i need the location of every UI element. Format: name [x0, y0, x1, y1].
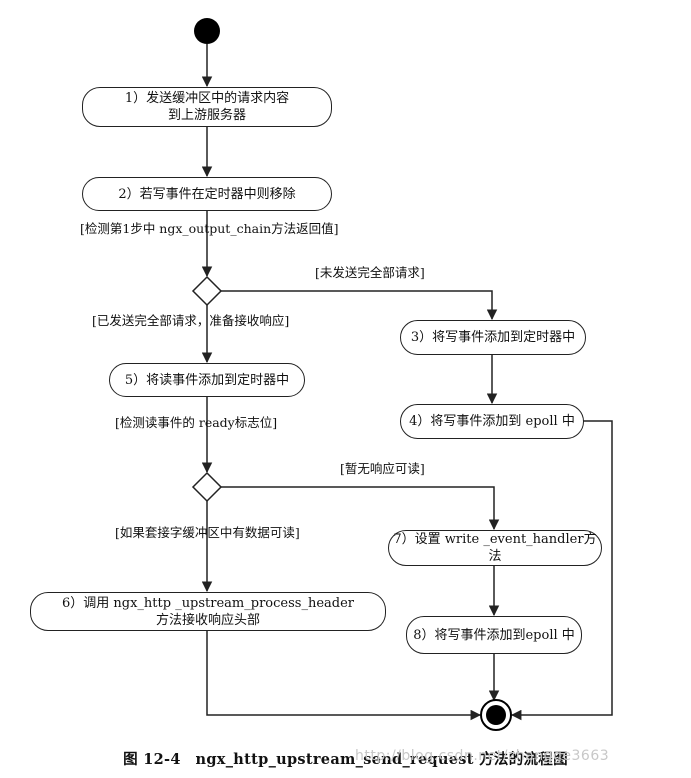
edge-6-to-end	[206, 630, 482, 721]
decision-diamond-1	[191, 275, 223, 307]
guard-has-data: [如果套接字缓冲区中有数据可读]	[115, 525, 300, 540]
node-8-label: 8）将写事件添加到epoll 中	[413, 627, 575, 643]
guard-all-sent: [已发送完全部请求，准备接收响应]	[92, 313, 290, 328]
end-node-core	[486, 705, 506, 725]
node-1-line-1: 1）发送缓冲区中的请求内容	[124, 91, 290, 106]
node-4-label: 4）将写事件添加到 epoll 中	[409, 414, 575, 429]
guard-not-all-sent: [未发送完全部请求]	[315, 265, 425, 280]
figure-caption-text: 图 12-4 ngx_http_upstream_send_request 方法…	[123, 751, 568, 768]
decision-diamond-2	[191, 471, 223, 503]
node-7-set-write-handler: 7）设置 write _event_handler方法	[388, 530, 602, 566]
node-4-add-write-epoll: 4）将写事件添加到 epoll 中	[400, 404, 584, 439]
node-6-process-header: 6）调用 ngx_http _upstream_process_header 方…	[30, 592, 386, 631]
guard-no-response: [暂无响应可读]	[340, 461, 425, 476]
watermark: http://blog.csdn.net/zhangge3663	[355, 748, 610, 764]
node-6-line-1: 6）调用 ngx_http _upstream_process_header	[61, 595, 354, 611]
node-1-send-buffer: 1）发送缓冲区中的请求内容 到上游服务器	[82, 87, 332, 127]
start-node	[194, 18, 220, 44]
guard-check-ready-flag: [检测读事件的 ready标志位]	[115, 415, 278, 430]
edge-decision1-to-3	[221, 290, 498, 321]
edge-4-to-end	[510, 420, 613, 721]
edge-decision2-to-7	[221, 486, 500, 531]
node-8-add-write-epoll: 8）将写事件添加到epoll 中	[406, 616, 582, 654]
node-2-label: 2）若写事件在定时器中则移除	[118, 186, 296, 202]
guard-check-output-chain: [检测第1步中 ngx_output_chain方法返回值]	[80, 221, 339, 236]
node-5-add-read-timer: 5）将读事件添加到定时器中	[109, 363, 305, 397]
node-3-add-write-timer: 3）将写事件添加到定时器中	[400, 320, 586, 355]
node-1-line-2: 到上游服务器	[167, 108, 246, 123]
node-3-label: 3）将写事件添加到定时器中	[410, 330, 576, 345]
node-7-label: 7）设置 write _event_handler方法	[393, 532, 597, 564]
node-6-line-2: 方法接收响应头部	[155, 612, 260, 628]
node-5-label: 5）将读事件添加到定时器中	[124, 372, 290, 388]
node-2-remove-timer: 2）若写事件在定时器中则移除	[82, 177, 332, 211]
figure-caption: 图 12-4 ngx_http_upstream_send_request 方法…	[0, 748, 691, 769]
